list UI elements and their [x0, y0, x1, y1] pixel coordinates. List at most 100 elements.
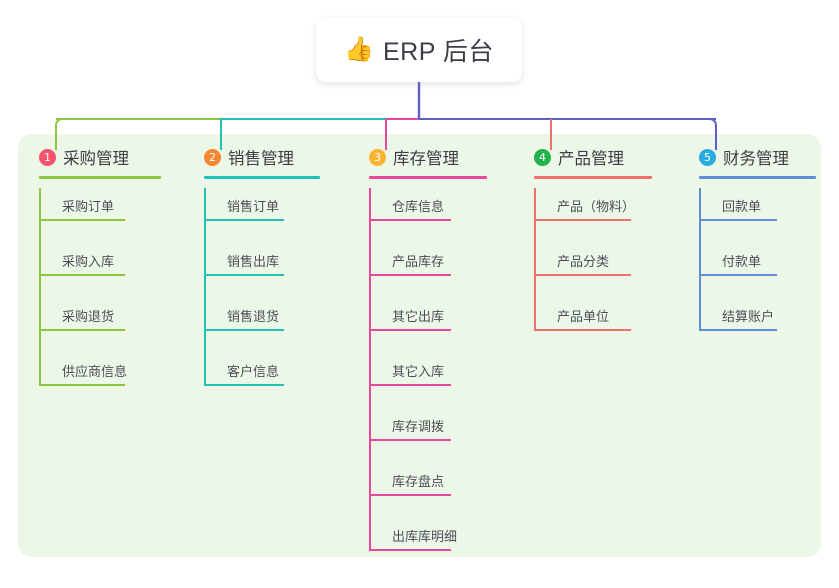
thumbs-up-icon: 👍: [344, 36, 374, 63]
branch-column-1: 1 采购管理采购订单采购入库采购退货供应商信息: [39, 144, 161, 408]
leaf-item-rule: [204, 274, 284, 276]
leaf-item[interactable]: 销售订单: [204, 188, 320, 243]
branch-header-1[interactable]: 1 采购管理: [39, 144, 161, 170]
leaf-item-label: 客户信息: [227, 364, 280, 379]
branch-number-badge: 4: [534, 148, 551, 166]
leaf-item[interactable]: 仓库信息: [369, 188, 487, 243]
leaf-item-label: 仓库信息: [392, 199, 445, 214]
leaf-item-label: 库存盘点: [392, 474, 445, 489]
leaf-item-rule: [369, 494, 451, 496]
leaf-item-label: 销售退货: [227, 309, 280, 324]
branch-header-2[interactable]: 2 销售管理: [204, 144, 320, 170]
branch-header-rule: [369, 176, 487, 179]
leaf-item[interactable]: 采购入库: [39, 243, 161, 298]
leaf-item-rule: [369, 329, 451, 331]
leaf-item-rule: [369, 274, 451, 276]
leaf-item-rule: [39, 384, 125, 386]
branch-header-4[interactable]: 4 产品管理: [534, 144, 652, 170]
leaf-item[interactable]: 产品单位: [534, 298, 652, 353]
leaf-item-rule: [699, 274, 777, 276]
leaf-item[interactable]: 其它出库: [369, 298, 487, 353]
leaf-item-label: 产品（物料）: [557, 199, 636, 214]
leaf-item[interactable]: 销售出库: [204, 243, 320, 298]
root-node-content: 👍 ERP 后台: [344, 32, 494, 68]
leaf-item-rule: [39, 329, 125, 331]
leaf-item-rule: [534, 329, 631, 331]
branch-column-3: 3 库存管理仓库信息产品库存其它出库其它入库库存调拨库存盘点出库库明细: [369, 144, 487, 573]
leaf-item-label: 回款单: [722, 199, 762, 214]
branch-title: 采购管理: [63, 150, 129, 168]
leaf-spine: [699, 188, 701, 331]
branch-title: 产品管理: [558, 150, 624, 168]
leaf-item[interactable]: 产品分类: [534, 243, 652, 298]
leaf-item[interactable]: 采购订单: [39, 188, 161, 243]
root-node-title: ERP 后台: [382, 38, 494, 66]
branch-header-rule: [534, 176, 652, 179]
leaf-item-label: 供应商信息: [62, 364, 128, 379]
branch-title: 库存管理: [393, 150, 459, 168]
leaf-spine: [204, 188, 206, 386]
leaf-item[interactable]: 回款单: [699, 188, 816, 243]
leaf-item-label: 产品分类: [557, 254, 610, 269]
leaf-item-label: 结算账户: [722, 309, 775, 324]
leaf-item[interactable]: 结算账户: [699, 298, 816, 353]
leaf-item-label: 产品单位: [557, 309, 610, 324]
branch-header-rule: [204, 176, 320, 179]
leaf-item[interactable]: 其它入库: [369, 353, 487, 408]
leaf-spine: [369, 188, 371, 551]
leaf-item-label: 销售出库: [227, 254, 280, 269]
leaf-list: 销售订单销售出库销售退货客户信息: [204, 188, 320, 408]
leaf-item-label: 出库库明细: [392, 529, 458, 544]
leaf-item-rule: [39, 219, 125, 221]
leaf-item-rule: [369, 219, 451, 221]
branch-header-rule: [39, 176, 161, 179]
leaf-item[interactable]: 库存盘点: [369, 463, 487, 518]
leaf-item[interactable]: 付款单: [699, 243, 816, 298]
leaf-item[interactable]: 产品库存: [369, 243, 487, 298]
leaf-item-rule: [534, 274, 631, 276]
leaf-item-label: 采购入库: [62, 254, 115, 269]
leaf-item[interactable]: 库存调拨: [369, 408, 487, 463]
branch-column-2: 2 销售管理销售订单销售出库销售退货客户信息: [204, 144, 320, 408]
leaf-list: 回款单付款单结算账户: [699, 188, 816, 353]
leaf-item[interactable]: 销售退货: [204, 298, 320, 353]
branch-header-3[interactable]: 3 库存管理: [369, 144, 487, 170]
branch-number-badge: 1: [39, 148, 56, 166]
leaf-item[interactable]: 供应商信息: [39, 353, 161, 408]
leaf-item-rule: [204, 329, 284, 331]
leaf-list: 产品（物料） 产品分类产品单位: [534, 188, 652, 353]
branch-title: 销售管理: [228, 150, 294, 168]
leaf-item-label: 付款单: [722, 254, 762, 269]
leaf-item-rule: [369, 549, 451, 551]
leaf-spine: [534, 188, 536, 331]
leaf-item-rule: [369, 439, 451, 441]
leaf-item-label: 其它出库: [392, 309, 445, 324]
leaf-item-rule: [204, 219, 284, 221]
leaf-item-rule: [534, 219, 631, 221]
leaf-item-rule: [39, 274, 125, 276]
leaf-item-rule: [699, 329, 777, 331]
leaf-item[interactable]: 客户信息: [204, 353, 320, 408]
leaf-item-label: 销售订单: [227, 199, 280, 214]
leaf-list: 仓库信息产品库存其它出库其它入库库存调拨库存盘点出库库明细: [369, 188, 487, 573]
leaf-item-rule: [699, 219, 777, 221]
leaf-item-label: 其它入库: [392, 364, 445, 379]
leaf-item[interactable]: 产品（物料）: [534, 188, 652, 243]
leaf-item-label: 库存调拨: [392, 419, 445, 434]
leaf-spine: [39, 188, 41, 386]
leaf-item[interactable]: 采购退货: [39, 298, 161, 353]
branch-header-rule: [699, 176, 816, 179]
leaf-item[interactable]: 出库库明细: [369, 518, 487, 573]
root-node[interactable]: 👍 ERP 后台: [316, 18, 522, 82]
branch-title: 财务管理: [723, 150, 789, 168]
leaf-item-label: 采购订单: [62, 199, 115, 214]
branch-number-badge: 3: [369, 148, 386, 166]
branch-number-badge: 2: [204, 148, 221, 166]
leaf-item-label: 产品库存: [392, 254, 445, 269]
leaf-item-rule: [204, 384, 284, 386]
leaf-item-rule: [369, 384, 451, 386]
leaf-list: 采购订单采购入库采购退货供应商信息: [39, 188, 161, 408]
